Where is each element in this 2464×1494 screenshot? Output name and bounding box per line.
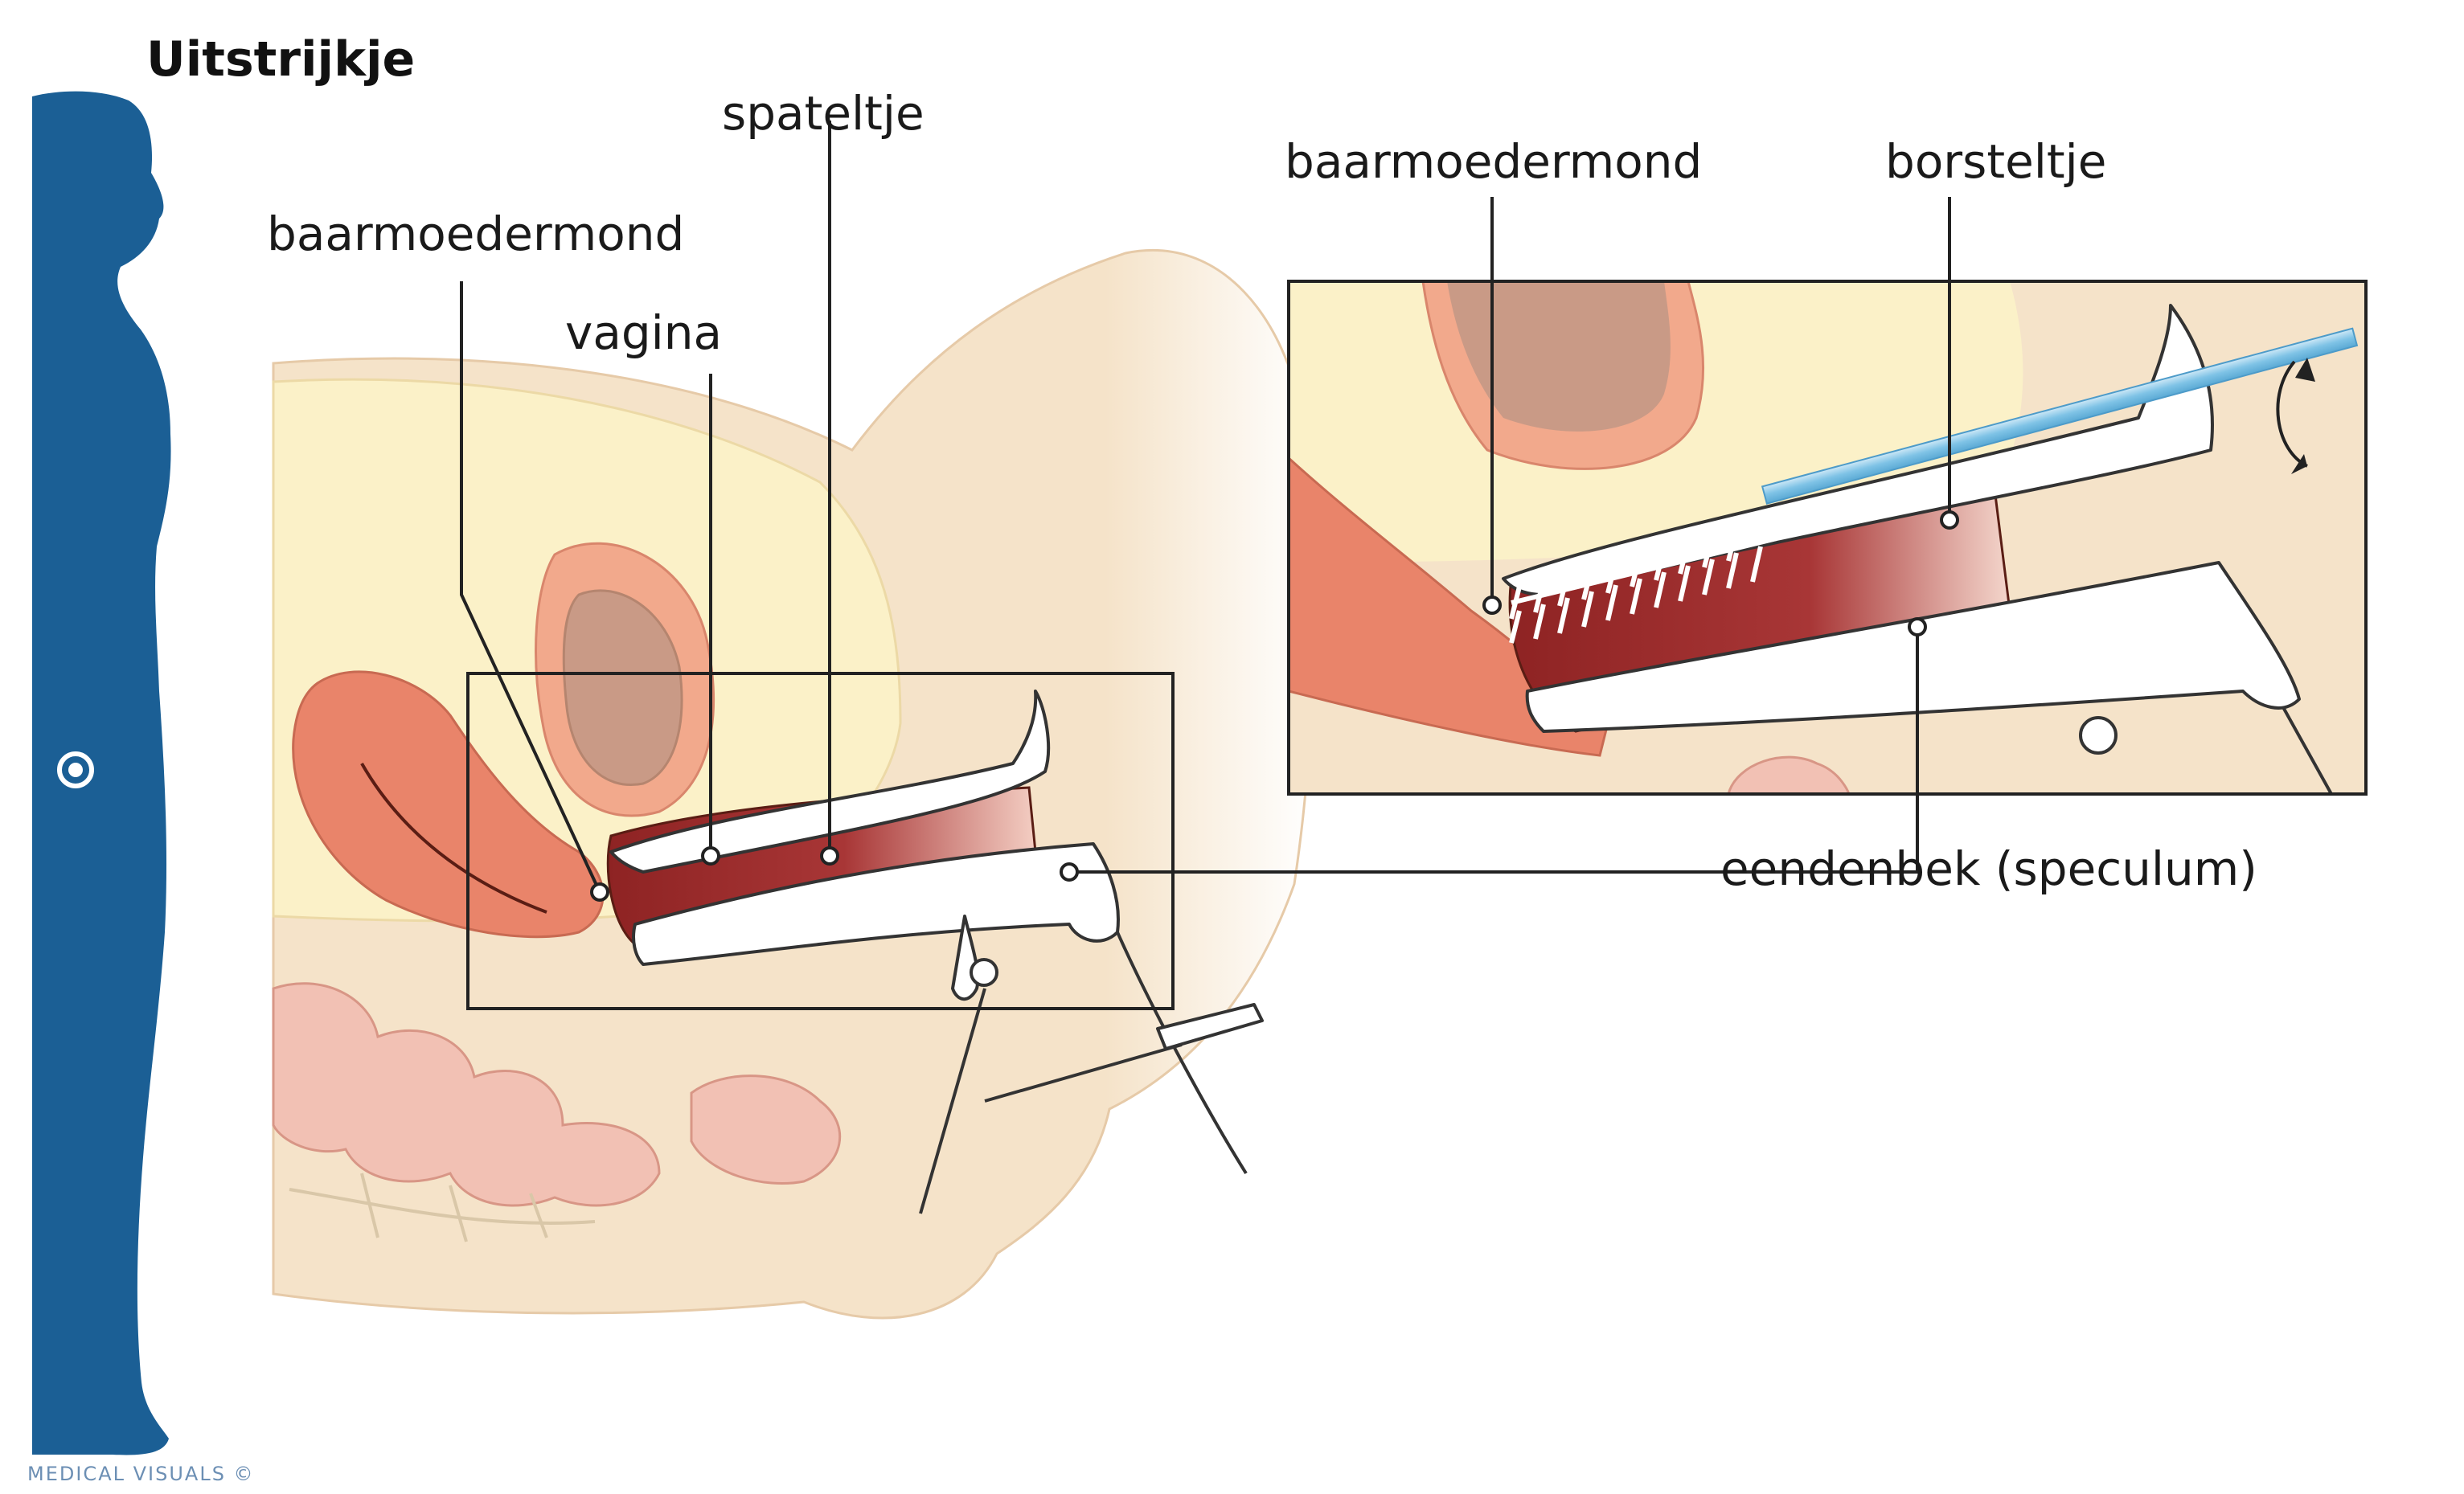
- credit-text: MEDICAL VISUALS ©: [27, 1464, 255, 1484]
- label-spateltje: spateltje: [722, 90, 925, 137]
- label-borsteltje: borsteltje: [1885, 138, 2106, 185]
- inset-detail: [1289, 281, 2366, 794]
- body-silhouette: [32, 92, 171, 1455]
- label-baarmoedermond-main: baarmoedermond: [267, 211, 684, 257]
- label-vagina: vagina: [565, 309, 722, 356]
- pelvis-cross-section: [273, 250, 1314, 1318]
- label-eendenbek: eendenbek (speculum): [1720, 845, 2257, 892]
- page-title: Uitstrijkje: [146, 35, 415, 84]
- label-baarmoedermond-inset: baarmoedermond: [1285, 138, 1702, 185]
